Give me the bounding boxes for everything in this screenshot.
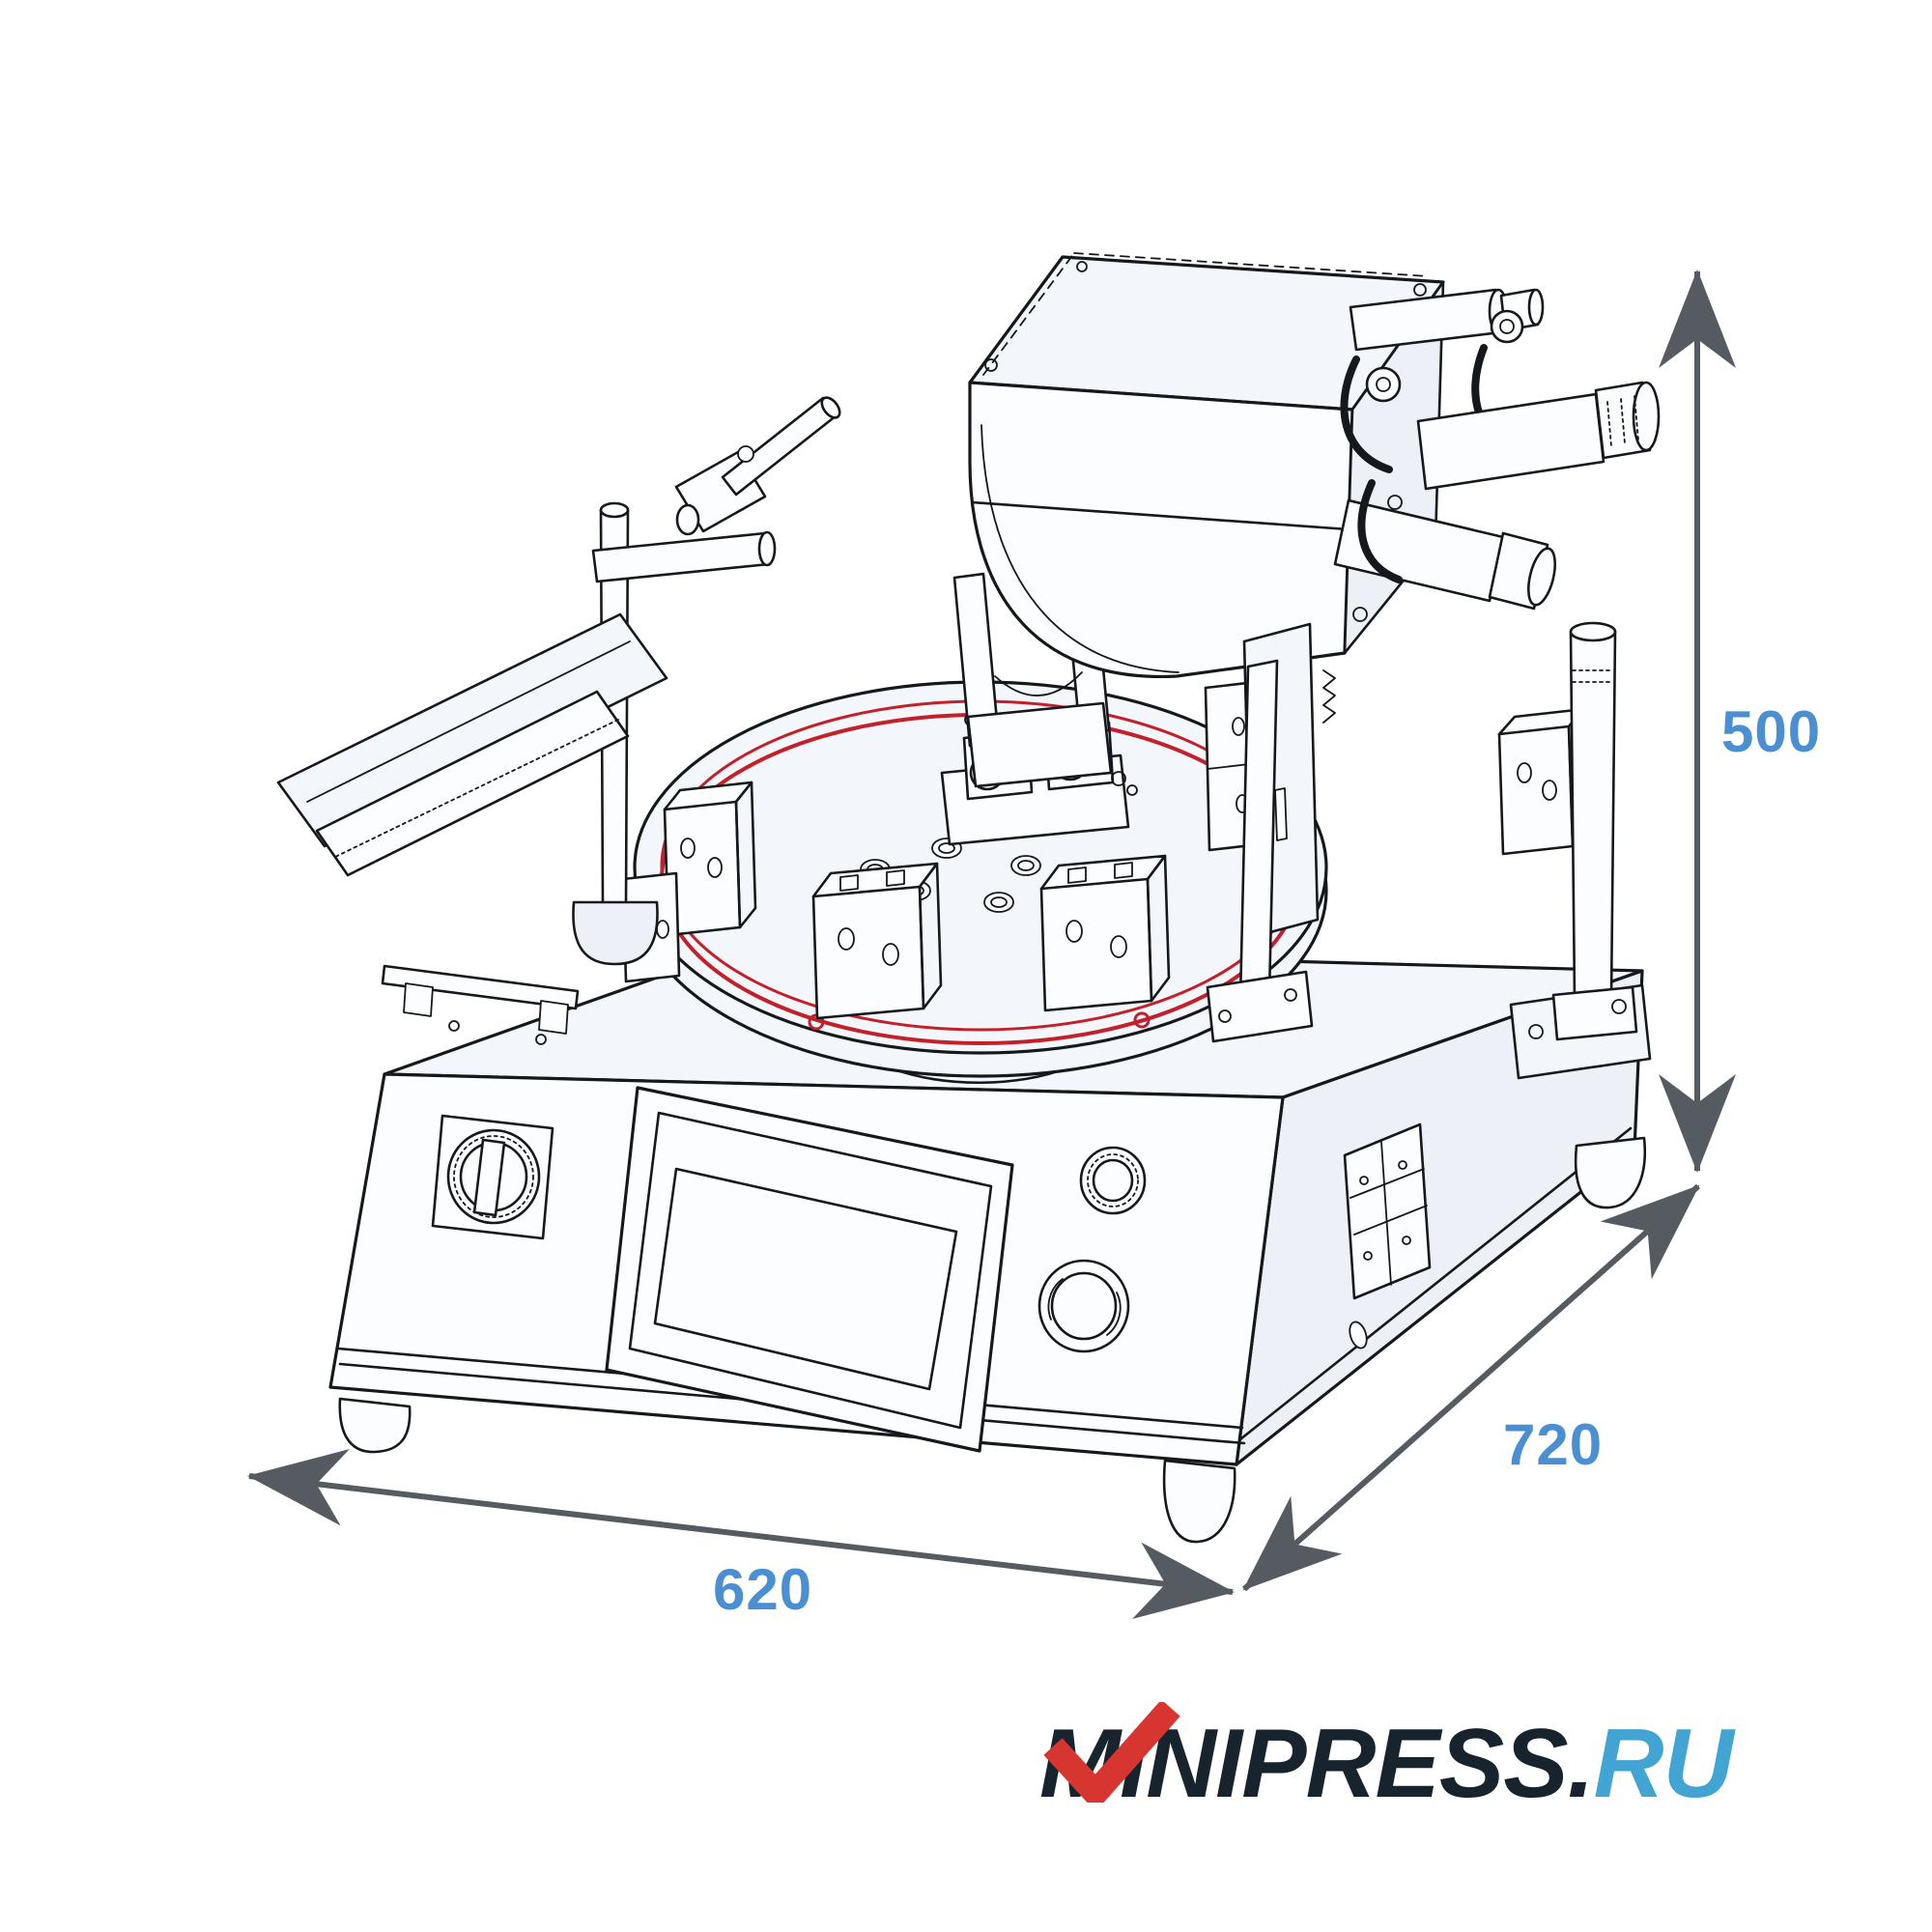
- deck-rail: [381, 964, 580, 1035]
- logo-letter-m: M: [1039, 1710, 1121, 1818]
- support-column: [1206, 622, 1336, 1043]
- dimension-arrows: [247, 270, 1736, 1620]
- logo-name-text: INIPRESS.: [1120, 1710, 1595, 1818]
- emergency-stop-button: [1037, 1259, 1130, 1353]
- start-button: [1079, 1146, 1147, 1215]
- touchscreen: [605, 1086, 1014, 1453]
- width-dimension-arrow: [247, 1448, 1235, 1620]
- feed-chute: [276, 612, 668, 877]
- power-switch: [431, 1114, 554, 1240]
- pneumatic-cylinders: [1333, 288, 1661, 611]
- depth-dimension-arrow: [1242, 1183, 1700, 1592]
- sensor-post: [381, 396, 841, 1035]
- guide-cylinder: [1509, 621, 1652, 1080]
- dimension-label-depth: 720: [1503, 1412, 1604, 1477]
- sensor-head: [674, 396, 841, 536]
- dimension-label-height: 500: [1721, 699, 1822, 764]
- logo-tld-text: RU: [1593, 1710, 1734, 1818]
- brand-logo: MINIPRESS.RU: [1039, 1702, 1734, 1832]
- control-panel: [431, 1086, 1432, 1453]
- head-unit: [952, 252, 1661, 1043]
- dimension-label-width: 620: [713, 1557, 813, 1622]
